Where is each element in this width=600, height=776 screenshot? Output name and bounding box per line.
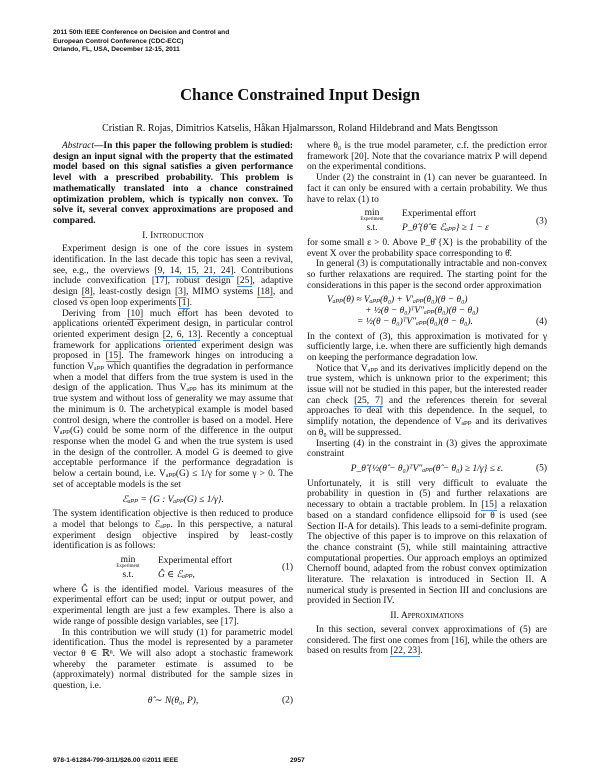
conference-info: 2011 50th IEEE Conference on Decision an…	[53, 29, 229, 55]
section-heading-approximations: II. Approximations	[390, 610, 464, 622]
constraint: Ĝ ∈ ℰₐₚₚ,	[158, 570, 195, 581]
text-run: Under (2) the constraint in (1) can neve…	[307, 173, 547, 205]
text-run: .	[189, 297, 192, 308]
text-run: The system identification objective is t…	[53, 509, 293, 552]
objective: Experimental effort	[402, 209, 476, 220]
paragraph: where Ĝ is the identified model. Various…	[53, 585, 293, 628]
text-run: where θ₀ is the true model parameter, c.…	[307, 141, 547, 173]
page-number: 2957	[290, 757, 305, 764]
paragraph: Experiment design is one of the core iss…	[53, 244, 294, 309]
section-heading-introduction: I. Introduction	[142, 229, 204, 241]
right-column: where θ₀ is the true model parameter, c.…	[307, 141, 547, 658]
left-column: Abstract—In this paper the following pro…	[53, 141, 293, 710]
paragraph: Under (2) the constraint in (1) can neve…	[307, 173, 547, 205]
paragraph: Deriving from [10] much effort has been …	[53, 308, 293, 491]
text-run: .	[420, 646, 423, 657]
text-run: , adaptive design	[53, 276, 294, 298]
text-run: Notice that Vₐₚₚ and its derivatives imp…	[307, 363, 547, 406]
equation-acceptable-set: ℰₐₚₚ = {G : Vₐₚₚ(G) ≤ 1/γ}.	[122, 494, 224, 505]
paragraph: Inserting (4) in the constraint in (3) g…	[307, 439, 547, 460]
text-run: , least-costly design	[92, 287, 175, 298]
equation-expression: P_θ̂ {½(θ̂ − θ₀)ᵀV″ₐₚₚ(θ̂ − θ₀) ≥ 1/γ} ≤…	[350, 463, 504, 474]
text-run: . Recently a conceptual framework for ap…	[53, 329, 293, 362]
text-run: In general (3) is computationally intrac…	[307, 259, 547, 291]
paragraph: Notice that Vₐₚₚ and its derivatives imp…	[307, 364, 547, 439]
citation-link[interactable]: [8]	[81, 287, 93, 299]
equation-line: = ½(θ − θ₀)ᵀV″ₐₚₚ(θ₀)(θ − θ₀).	[357, 316, 473, 327]
text-run: Deriving from	[62, 308, 128, 319]
paper-title: Chance Constrained Input Design	[180, 85, 420, 104]
equation-line: + ½(θ − θ₀)ᵀV″ₐₚₚ(θ₀)(θ − θ₀)	[365, 306, 479, 317]
min-operator: min	[364, 208, 380, 219]
text-run: Inserting (4) in the constraint in (3) g…	[307, 438, 547, 460]
text-run: for some small ε > 0. Above P_θ̂ {X} is …	[307, 237, 547, 259]
citation-link[interactable]: [22, 23]	[390, 646, 421, 658]
subject-to: s.t.	[366, 223, 378, 234]
text-run: Experiment design is one of the core iss…	[53, 244, 293, 276]
paragraph: In the context of (3), this approximatio…	[307, 332, 547, 364]
text-run: a relaxation based on a standard confide…	[307, 500, 547, 607]
equation-line: Vₐₚₚ(θ) ≈ Vₐₚₚ(θ₀) + V′ₐₚₚ(θ₀)(θ − θ₀)	[327, 295, 468, 306]
constraint: P_θ̂ {θ̂ ∈ ℰₐₚₚ} ≥ 1 − ε	[402, 223, 489, 234]
text-run: . Contributions include convexification …	[53, 265, 293, 287]
paragraph: Unfortunately, it is still very difficul…	[307, 479, 547, 607]
citation-link[interactable]: [15]	[105, 351, 122, 363]
citation-link[interactable]: [10]	[127, 308, 144, 320]
conference-line: 2011 50th IEEE Conference on Decision an…	[53, 29, 230, 36]
min-subscript: Experiment	[116, 564, 140, 570]
abstract-label: Abstract	[62, 141, 94, 151]
paragraph: In this section, several convex approxim…	[307, 624, 547, 658]
text-run: In this section, several convex approxim…	[307, 624, 547, 657]
equation-number: (3)	[535, 216, 547, 227]
citation-link[interactable]: [18]	[257, 287, 273, 299]
equation-number: (1)	[281, 563, 293, 574]
conference-line: Orlando, FL, USA, December 12-15, 2011	[53, 46, 180, 54]
min-subscript: Experiment	[360, 217, 384, 223]
min-operator: min	[120, 555, 136, 566]
text-run: . The framework hinges on introducing a …	[53, 351, 293, 490]
text-run: , MIMO systems	[185, 287, 258, 298]
equation-expression: θ̂ ∼ N(θ₀, P),	[147, 695, 199, 706]
text-run: In this contribution we will study (1) f…	[53, 627, 293, 692]
citation-link[interactable]: [15]	[481, 500, 497, 512]
conference-line: European Control Conference (CDC-ECC)	[53, 37, 184, 45]
subject-to: s.t.	[122, 570, 134, 581]
citation-link[interactable]: [25, 7]	[354, 395, 383, 407]
text-run: and the references therein for several a…	[307, 395, 547, 438]
text-run: much effort has been devoted to applicat…	[53, 308, 293, 340]
citation-link[interactable]: [2, 6, 13]	[162, 329, 201, 341]
equation-5: P_θ̂ {½(θ̂ − θ₀)ᵀV″ₐₚₚ(θ̂ − θ₀) ≥ 1/γ} ≤…	[307, 464, 547, 475]
equation-4: Vₐₚₚ(θ) ≈ Vₐₚₚ(θ₀) + V′ₐₚₚ(θ₀)(θ − θ₀) +…	[307, 295, 547, 327]
paragraph: where θ₀ is the true model parameter, c.…	[307, 141, 547, 173]
equation-number: (2)	[281, 695, 293, 706]
citation-link[interactable]: [25]	[236, 276, 253, 288]
abstract-text: —In this paper the following problem is …	[53, 141, 293, 226]
text-run: where Ĝ is the identified model. Various…	[53, 584, 293, 627]
paragraph: In this contribution we will study (1) f…	[53, 628, 293, 692]
objective: Experimental effort	[158, 556, 232, 567]
citation-link[interactable]: [1]	[178, 297, 190, 309]
citation-link[interactable]: [9, 14, 15, 21, 24]	[154, 265, 234, 277]
abstract: Abstract—In this paper the following pro…	[53, 141, 293, 227]
text-run: Unfortunately, it is still very difficul…	[307, 478, 547, 511]
equation-number: (5)	[535, 463, 547, 474]
paragraph: for some small ε > 0. Above P_θ̂ {X} is …	[307, 238, 547, 259]
authors: Cristian R. Rojas, Dimitrios Katselis, H…	[102, 123, 498, 134]
footer-isbn: 978-1-61284-799-3/11/$26.00 ©2011 IEEE	[53, 757, 179, 764]
citation-link[interactable]: [3]	[174, 287, 186, 299]
text-run: In the context of (3), this approximatio…	[307, 331, 547, 363]
equation-number: (4)	[535, 316, 547, 327]
equation-2: θ̂ ∼ N(θ₀, P), (2)	[53, 696, 293, 707]
text-run: , and closed vs open loop experiments	[53, 287, 293, 308]
paragraph: The system identification objective is t…	[53, 509, 293, 552]
paragraph: In general (3) is computationally intrac…	[307, 259, 547, 291]
